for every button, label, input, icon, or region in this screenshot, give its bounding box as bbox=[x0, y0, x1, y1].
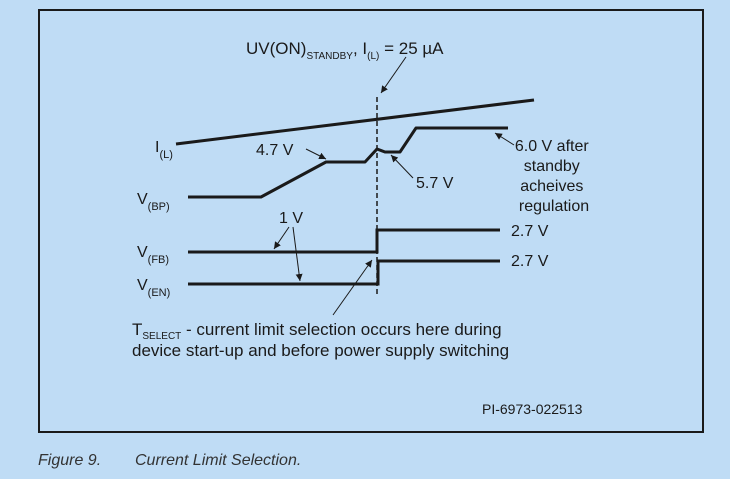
vbp-waveform bbox=[188, 126, 508, 199]
vbp-6v0-arrow bbox=[494, 132, 515, 146]
vfb-signal-label: V(FB) bbox=[137, 244, 169, 266]
v1-label: 1 V bbox=[279, 210, 303, 227]
figure-number: Figure 9. bbox=[38, 452, 102, 469]
v1-arrow-fb bbox=[273, 226, 290, 250]
tselect-arrow bbox=[332, 259, 373, 316]
v1-arrow-en bbox=[292, 226, 303, 282]
il-signal-label: I(L) bbox=[155, 139, 173, 161]
tselect-line-2: device start-up and before power supply … bbox=[132, 341, 509, 360]
il-waveform bbox=[175, 98, 535, 146]
vbp-5v7-label: 5.7 V bbox=[416, 175, 454, 192]
uv-threshold-pointer bbox=[380, 56, 407, 94]
vbp-6v0-label: 6.0 V after standby acheives regulation bbox=[515, 138, 593, 215]
vfb-waveform bbox=[188, 228, 500, 254]
figure-frame: UV(ON)STANDBY, I(L) = 25 µA I(L) V(BP) 4… bbox=[38, 9, 704, 433]
timing-diagram: UV(ON)STANDBY, I(L) = 25 µA I(L) V(BP) 4… bbox=[132, 39, 593, 417]
vfb-level-label: 2.7 V bbox=[511, 223, 549, 240]
figure-title: Current Limit Selection. bbox=[135, 452, 302, 469]
ven-level-label: 2.7 V bbox=[511, 253, 549, 270]
part-number-label: PI-6973-022513 bbox=[482, 401, 583, 417]
ven-signal-label: V(EN) bbox=[137, 277, 170, 299]
uv-on-standby-label: UV(ON)STANDBY, I(L) = 25 µA bbox=[246, 39, 444, 62]
tselect-line-1: TSELECT - current limit selection occurs… bbox=[132, 320, 502, 342]
vbp-signal-label: V(BP) bbox=[137, 191, 170, 213]
ven-waveform bbox=[188, 259, 500, 286]
vbp-4v7-label: 4.7 V bbox=[256, 142, 294, 159]
vbp-5v7-arrow bbox=[390, 154, 414, 179]
vbp-4v7-arrow bbox=[305, 148, 327, 160]
